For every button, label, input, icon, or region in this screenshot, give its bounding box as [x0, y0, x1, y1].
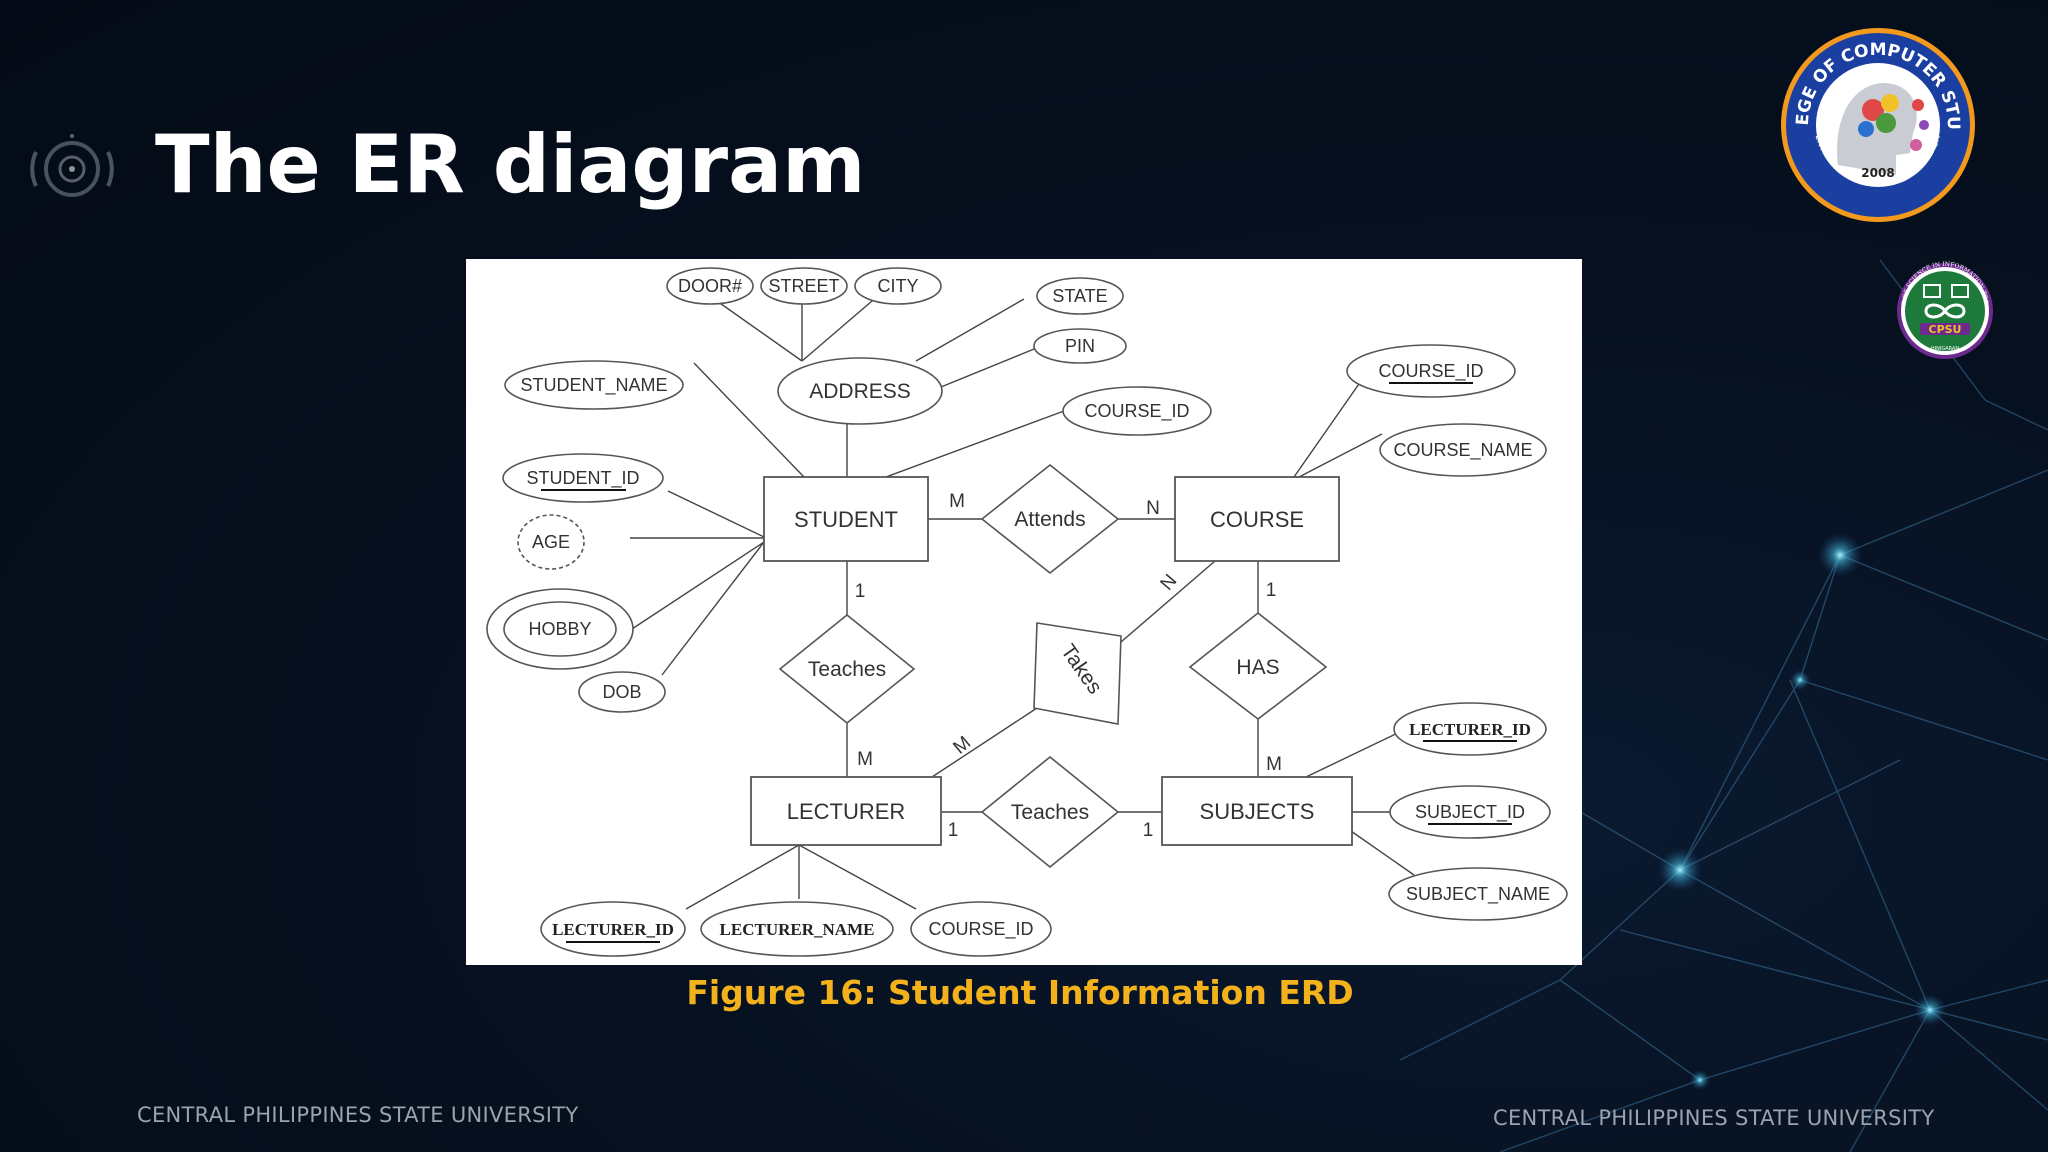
target-icon	[30, 134, 114, 197]
card-course-attends: N	[1146, 498, 1160, 519]
bsit-program-logo: BACHELOR OF SCIENCE IN INFORMATION TECHN…	[1896, 245, 1993, 359]
rel-teaches-top: Teaches	[808, 658, 886, 681]
card-student-attends: M	[949, 491, 965, 512]
attr-lecturer-name: LECTURER_NAME	[720, 920, 875, 939]
attr-state: STATE	[1052, 286, 1107, 306]
card-student-teaches: 1	[855, 581, 866, 602]
figure-caption: Figure 16: Student Information ERD	[686, 973, 1354, 1012]
attr-street: STREET	[768, 276, 839, 296]
attr-course-name: COURSE_NAME	[1393, 440, 1532, 461]
entity-lecturer: LECTURER	[787, 799, 906, 824]
erd-figure: DOOR# STREET CITY STATE PIN ADDRESS STUD…	[466, 259, 1582, 965]
entity-course: COURSE	[1210, 507, 1304, 532]
card-lecturer-takes: M	[950, 732, 976, 758]
card-lecturer-teaches-top: M	[857, 749, 873, 770]
college-of-computer-studies-logo: COLLEGE OF COMPUTER STUDIES CENTRAL PHIL…	[1778, 25, 1975, 222]
bsit-abbr: CPSU	[1929, 323, 1962, 336]
rel-attends: Attends	[1014, 508, 1085, 531]
footer-university-right: CENTRAL PHILIPPINES STATE UNIVERSITY	[1493, 1106, 1935, 1130]
card-course-takes: N	[1156, 571, 1181, 595]
attr-hobby: HOBBY	[528, 619, 591, 639]
rel-teaches-bottom: Teaches	[1011, 801, 1089, 824]
ccs-year: 2008	[1861, 166, 1894, 180]
slide-title: The ER diagram	[155, 118, 866, 211]
attr-student-id: STUDENT_ID	[526, 468, 639, 489]
rel-has: HAS	[1236, 656, 1279, 679]
attr-course-course-id: COURSE_ID	[1378, 361, 1483, 382]
entity-student: STUDENT	[794, 507, 898, 532]
attr-lecturer-course-id: COURSE_ID	[928, 919, 1033, 940]
attr-dob: DOB	[602, 682, 641, 702]
attr-student-course-id: COURSE_ID	[1084, 401, 1189, 422]
attr-city: CITY	[877, 276, 918, 296]
svg-text:HINIGARAN: HINIGARAN	[1931, 346, 1959, 352]
card-lecturer-teaches-bottom: 1	[948, 820, 959, 841]
attr-pin: PIN	[1065, 336, 1095, 356]
attr-age: AGE	[532, 532, 570, 552]
attr-lecturer-id: LECTURER_ID	[552, 920, 674, 939]
attr-address: ADDRESS	[809, 380, 911, 403]
attr-subj-lecturer-id: LECTURER_ID	[1409, 720, 1531, 739]
footer-university-left: CENTRAL PHILIPPINES STATE UNIVERSITY	[137, 1103, 579, 1127]
entity-subjects: SUBJECTS	[1200, 799, 1315, 824]
card-subjects-has: M	[1266, 754, 1282, 775]
er-diagram: DOOR# STREET CITY STATE PIN ADDRESS STUD…	[486, 267, 1568, 957]
card-subjects-teaches-bottom: 1	[1143, 820, 1154, 841]
attr-student-name: STUDENT_NAME	[520, 375, 667, 396]
attr-subject-name: SUBJECT_NAME	[1406, 884, 1550, 905]
attr-subject-id: SUBJECT_ID	[1415, 802, 1525, 823]
card-course-has: 1	[1266, 580, 1277, 601]
attr-door: DOOR#	[678, 276, 742, 296]
